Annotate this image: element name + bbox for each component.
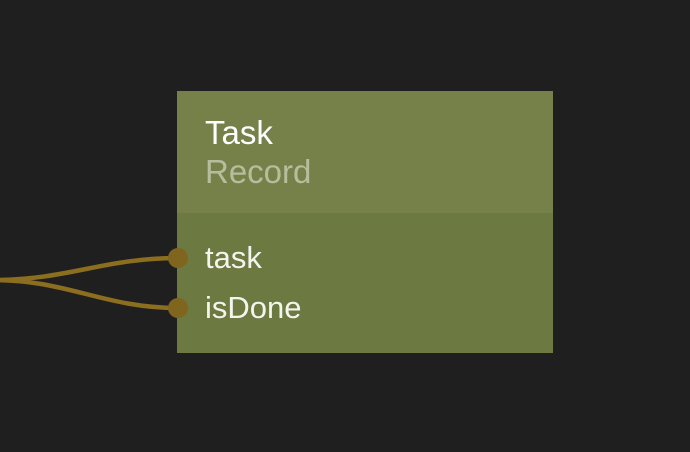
node-header[interactable]: Task Record — [177, 91, 553, 213]
connection-edge-task[interactable] — [0, 255, 181, 283]
input-port-task[interactable] — [168, 248, 188, 268]
field-label-isdone: isDone — [205, 290, 302, 325]
connection-edge-isDone[interactable] — [0, 277, 181, 311]
node-subtitle: Record — [205, 153, 312, 190]
node-title: Task — [205, 114, 273, 151]
field-row-isdone: isDone — [168, 283, 553, 333]
field-label-task: task — [205, 240, 262, 275]
node-body: task isDone — [168, 213, 553, 353]
field-row-task: task — [168, 233, 553, 283]
input-port-isdone[interactable] — [168, 298, 188, 318]
node-task[interactable]: Task Record task isDone — [168, 91, 553, 353]
